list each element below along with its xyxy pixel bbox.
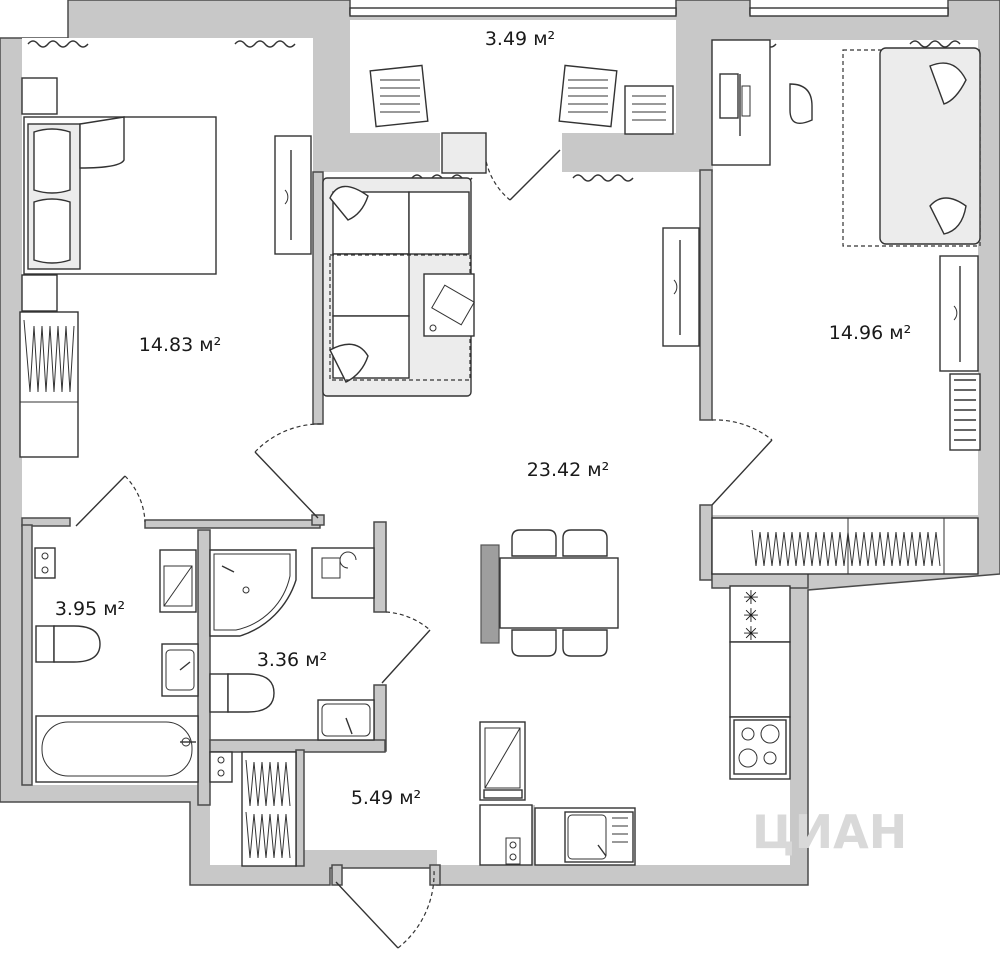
living-furniture: [322, 177, 700, 657]
area-living-kitchen: 23.42 м²: [527, 459, 609, 481]
area-labels: 3.49 м² 14.83 м² 23.42 м² 14.96 м² 3.95 …: [55, 28, 911, 809]
watermark-text: ЦИАН: [752, 805, 907, 859]
svg-text:✳: ✳: [743, 587, 759, 609]
area-hallway: 5.49 м²: [351, 787, 421, 809]
svg-text:✳: ✳: [743, 605, 759, 627]
watermark: ЦИАН: [752, 805, 907, 859]
bedroom-left-furniture: [19, 77, 312, 458]
doors: [75, 149, 773, 949]
area-balcony: 3.49 м²: [485, 28, 555, 50]
area-bedroom-left: 14.83 м²: [139, 334, 221, 356]
area-bedroom-right: 14.96 м²: [829, 322, 911, 344]
area-bathroom: 3.95 м²: [55, 598, 125, 620]
kitchen-furniture: ✳ ✳ ✳: [479, 585, 791, 866]
balcony-furniture: [369, 64, 674, 174]
area-wc: 3.36 м²: [257, 649, 327, 671]
bathroom-fixtures: [34, 547, 199, 783]
wc-fixtures: [209, 547, 375, 867]
bedroom-right-furniture: [711, 39, 981, 575]
svg-text:✳: ✳: [743, 623, 759, 645]
